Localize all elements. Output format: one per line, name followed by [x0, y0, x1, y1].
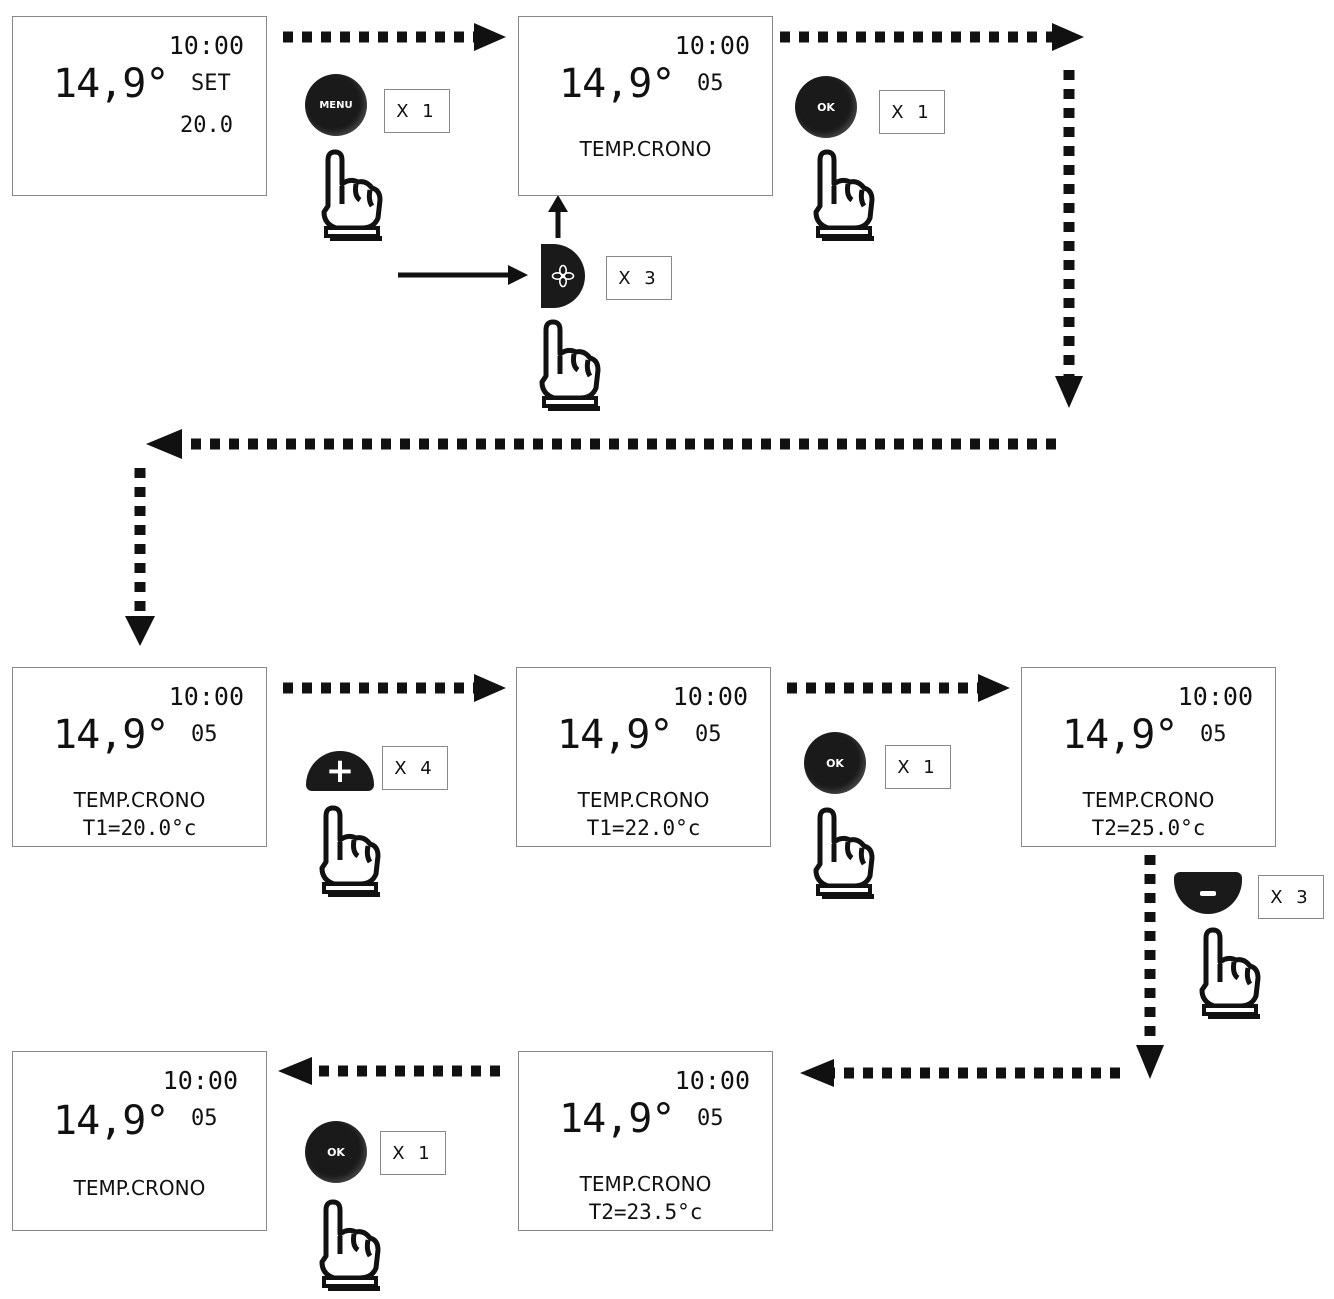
pointing-hand-icon: [319, 1199, 381, 1291]
arrow-2-head: [1052, 23, 1084, 51]
clock-time: 10:00: [162, 1066, 238, 1095]
day-number: 05: [191, 722, 218, 747]
menu-button[interactable]: MENU: [305, 74, 367, 136]
ok-button-label: OK: [327, 1145, 345, 1159]
display-screen-3: 10:00 14,9° 05 TEMP.CRONO T1=20.0°c: [12, 667, 267, 847]
pointing-hand-icon: [321, 149, 383, 241]
press-count-ok: X 1: [885, 745, 951, 789]
set-value: 20.0: [180, 113, 233, 138]
arrow-4-head: [146, 429, 182, 459]
press-count-minus: X 3: [1258, 875, 1324, 919]
ok-button[interactable]: OK: [305, 1121, 367, 1183]
display-screen-7: 10:00 14,9° 05 TEMP.CRONO: [12, 1051, 267, 1231]
fan-icon: [551, 264, 575, 288]
ok-button-label: OK: [817, 100, 835, 114]
arrow-1-head: [474, 23, 506, 51]
press-count-plus: X 4: [382, 746, 448, 790]
clock-time: 10:00: [672, 682, 748, 711]
press-count-fan: X 3: [606, 256, 672, 300]
pointing-hand-icon: [1199, 927, 1261, 1019]
setpoint-value: T2=25.0°c: [1091, 816, 1206, 840]
clock-time: 10:00: [1177, 682, 1253, 711]
menu-label: TEMP.CRONO: [73, 788, 206, 812]
menu-label: TEMP.CRONO: [1082, 788, 1215, 812]
room-temperature: 14,9°: [557, 712, 673, 758]
arrow-8-head: [1136, 1045, 1164, 1079]
minus-icon: [1200, 890, 1216, 896]
room-temperature: 14,9°: [53, 61, 169, 107]
pointing-hand-icon: [813, 807, 875, 899]
arrow-5-head: [125, 616, 155, 646]
clock-time: 10:00: [674, 31, 750, 60]
display-screen-4: 10:00 14,9° 05 TEMP.CRONO T1=22.0°c: [516, 667, 771, 847]
arrow-10-head: [278, 1057, 312, 1085]
clock-time: 10:00: [168, 31, 244, 60]
room-temperature: 14,9°: [559, 1096, 675, 1142]
display-screen-6: 10:00 14,9° 05 TEMP.CRONO T2=23.5°c: [518, 1051, 773, 1231]
day-number: 05: [697, 1106, 724, 1131]
pointing-hand-icon: [539, 319, 601, 411]
display-screen-5: 10:00 14,9° 05 TEMP.CRONO T2=25.0°c: [1021, 667, 1276, 847]
menu-label: TEMP.CRONO: [579, 137, 712, 161]
ok-button[interactable]: OK: [795, 76, 857, 138]
menu-label: TEMP.CRONO: [73, 1176, 206, 1200]
day-number: 05: [1200, 722, 1227, 747]
arrow-6-head: [474, 674, 506, 702]
fan-arrow-vertical-head: [548, 195, 568, 212]
arrow-7-head: [978, 674, 1010, 702]
room-temperature: 14,9°: [53, 712, 169, 758]
press-count-ok: X 1: [380, 1131, 446, 1175]
ok-button-label: OK: [826, 756, 844, 770]
room-temperature: 14,9°: [1062, 712, 1178, 758]
menu-label: TEMP.CRONO: [579, 1172, 712, 1196]
setpoint-value: T1=20.0°c: [82, 816, 197, 840]
clock-time: 10:00: [168, 682, 244, 711]
display-screen-2: 10:00 14,9° 05 TEMP.CRONO: [518, 16, 773, 196]
pointing-hand-icon: [813, 149, 875, 241]
menu-label: TEMP.CRONO: [577, 788, 710, 812]
clock-time: 10:00: [674, 1066, 750, 1095]
arrow-3-head: [1055, 376, 1083, 408]
arrow-9-head: [800, 1059, 834, 1087]
set-label: SET: [191, 71, 231, 96]
ok-button[interactable]: OK: [804, 732, 866, 794]
day-number: 05: [697, 71, 724, 96]
display-screen-1: 10:00 14,9° SET 20.0: [12, 16, 267, 196]
setpoint-value: T1=22.0°c: [586, 816, 701, 840]
plus-icon: +: [325, 751, 355, 791]
day-number: 05: [191, 1106, 218, 1131]
pointing-hand-icon: [319, 805, 381, 897]
day-number: 05: [695, 722, 722, 747]
fan-arrow-horizontal-head: [508, 265, 528, 285]
press-count-menu: X 1: [384, 89, 450, 133]
room-temperature: 14,9°: [559, 61, 675, 107]
room-temperature: 14,9°: [53, 1098, 169, 1144]
press-count-ok: X 1: [879, 90, 945, 134]
menu-button-label: MENU: [319, 99, 353, 111]
setpoint-value: T2=23.5°c: [588, 1200, 703, 1224]
